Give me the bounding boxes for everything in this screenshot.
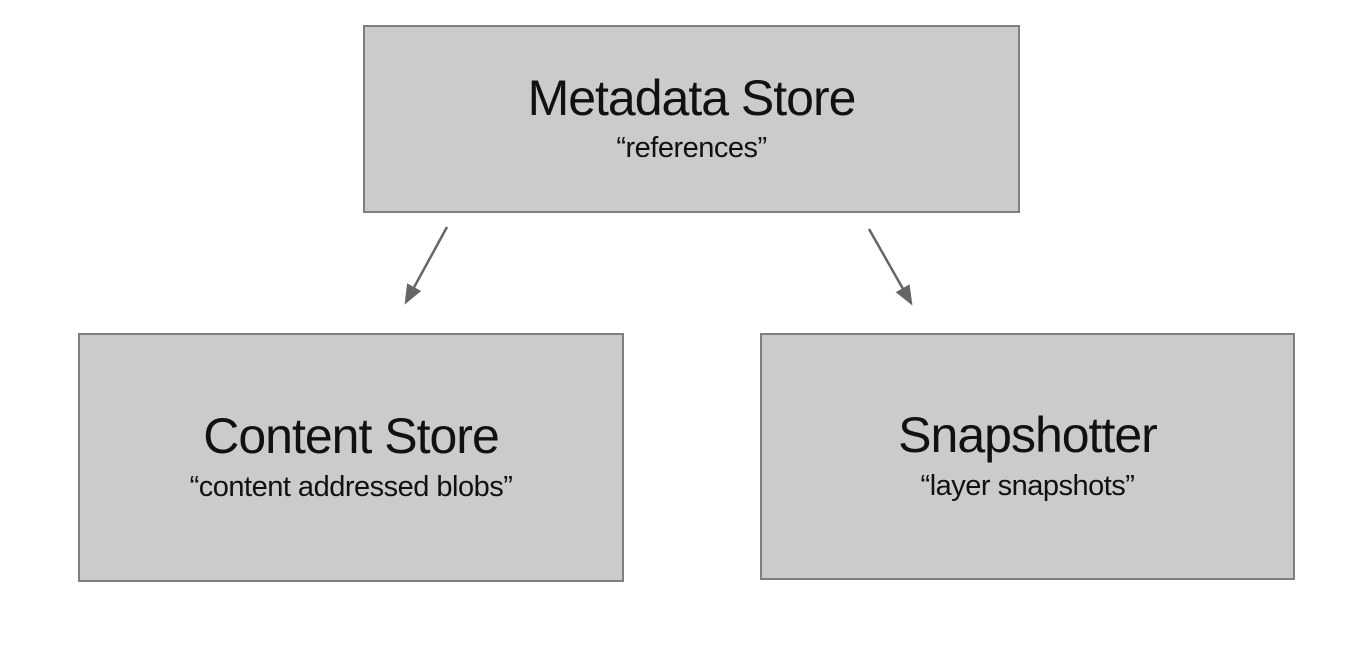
node-metadata-store: Metadata Store “references” — [363, 25, 1020, 213]
node-metadata-store-title: Metadata Store — [527, 69, 857, 126]
edge-arrow-metadata-to-content — [404, 226, 449, 305]
edge-arrow-metadata-to-snapshotter — [867, 228, 913, 306]
node-content-store: Content Store “content addressed blobs” — [78, 333, 624, 582]
node-snapshotter: Snapshotter “layer snapshots” — [760, 333, 1295, 580]
node-snapshotter-title: Snapshotter — [898, 407, 1158, 464]
node-content-store-title: Content Store — [203, 408, 500, 465]
node-content-store-subtitle: “content addressed blobs” — [189, 470, 513, 503]
node-snapshotter-subtitle: “layer snapshots” — [920, 469, 1135, 502]
node-metadata-store-subtitle: “references” — [616, 132, 767, 165]
